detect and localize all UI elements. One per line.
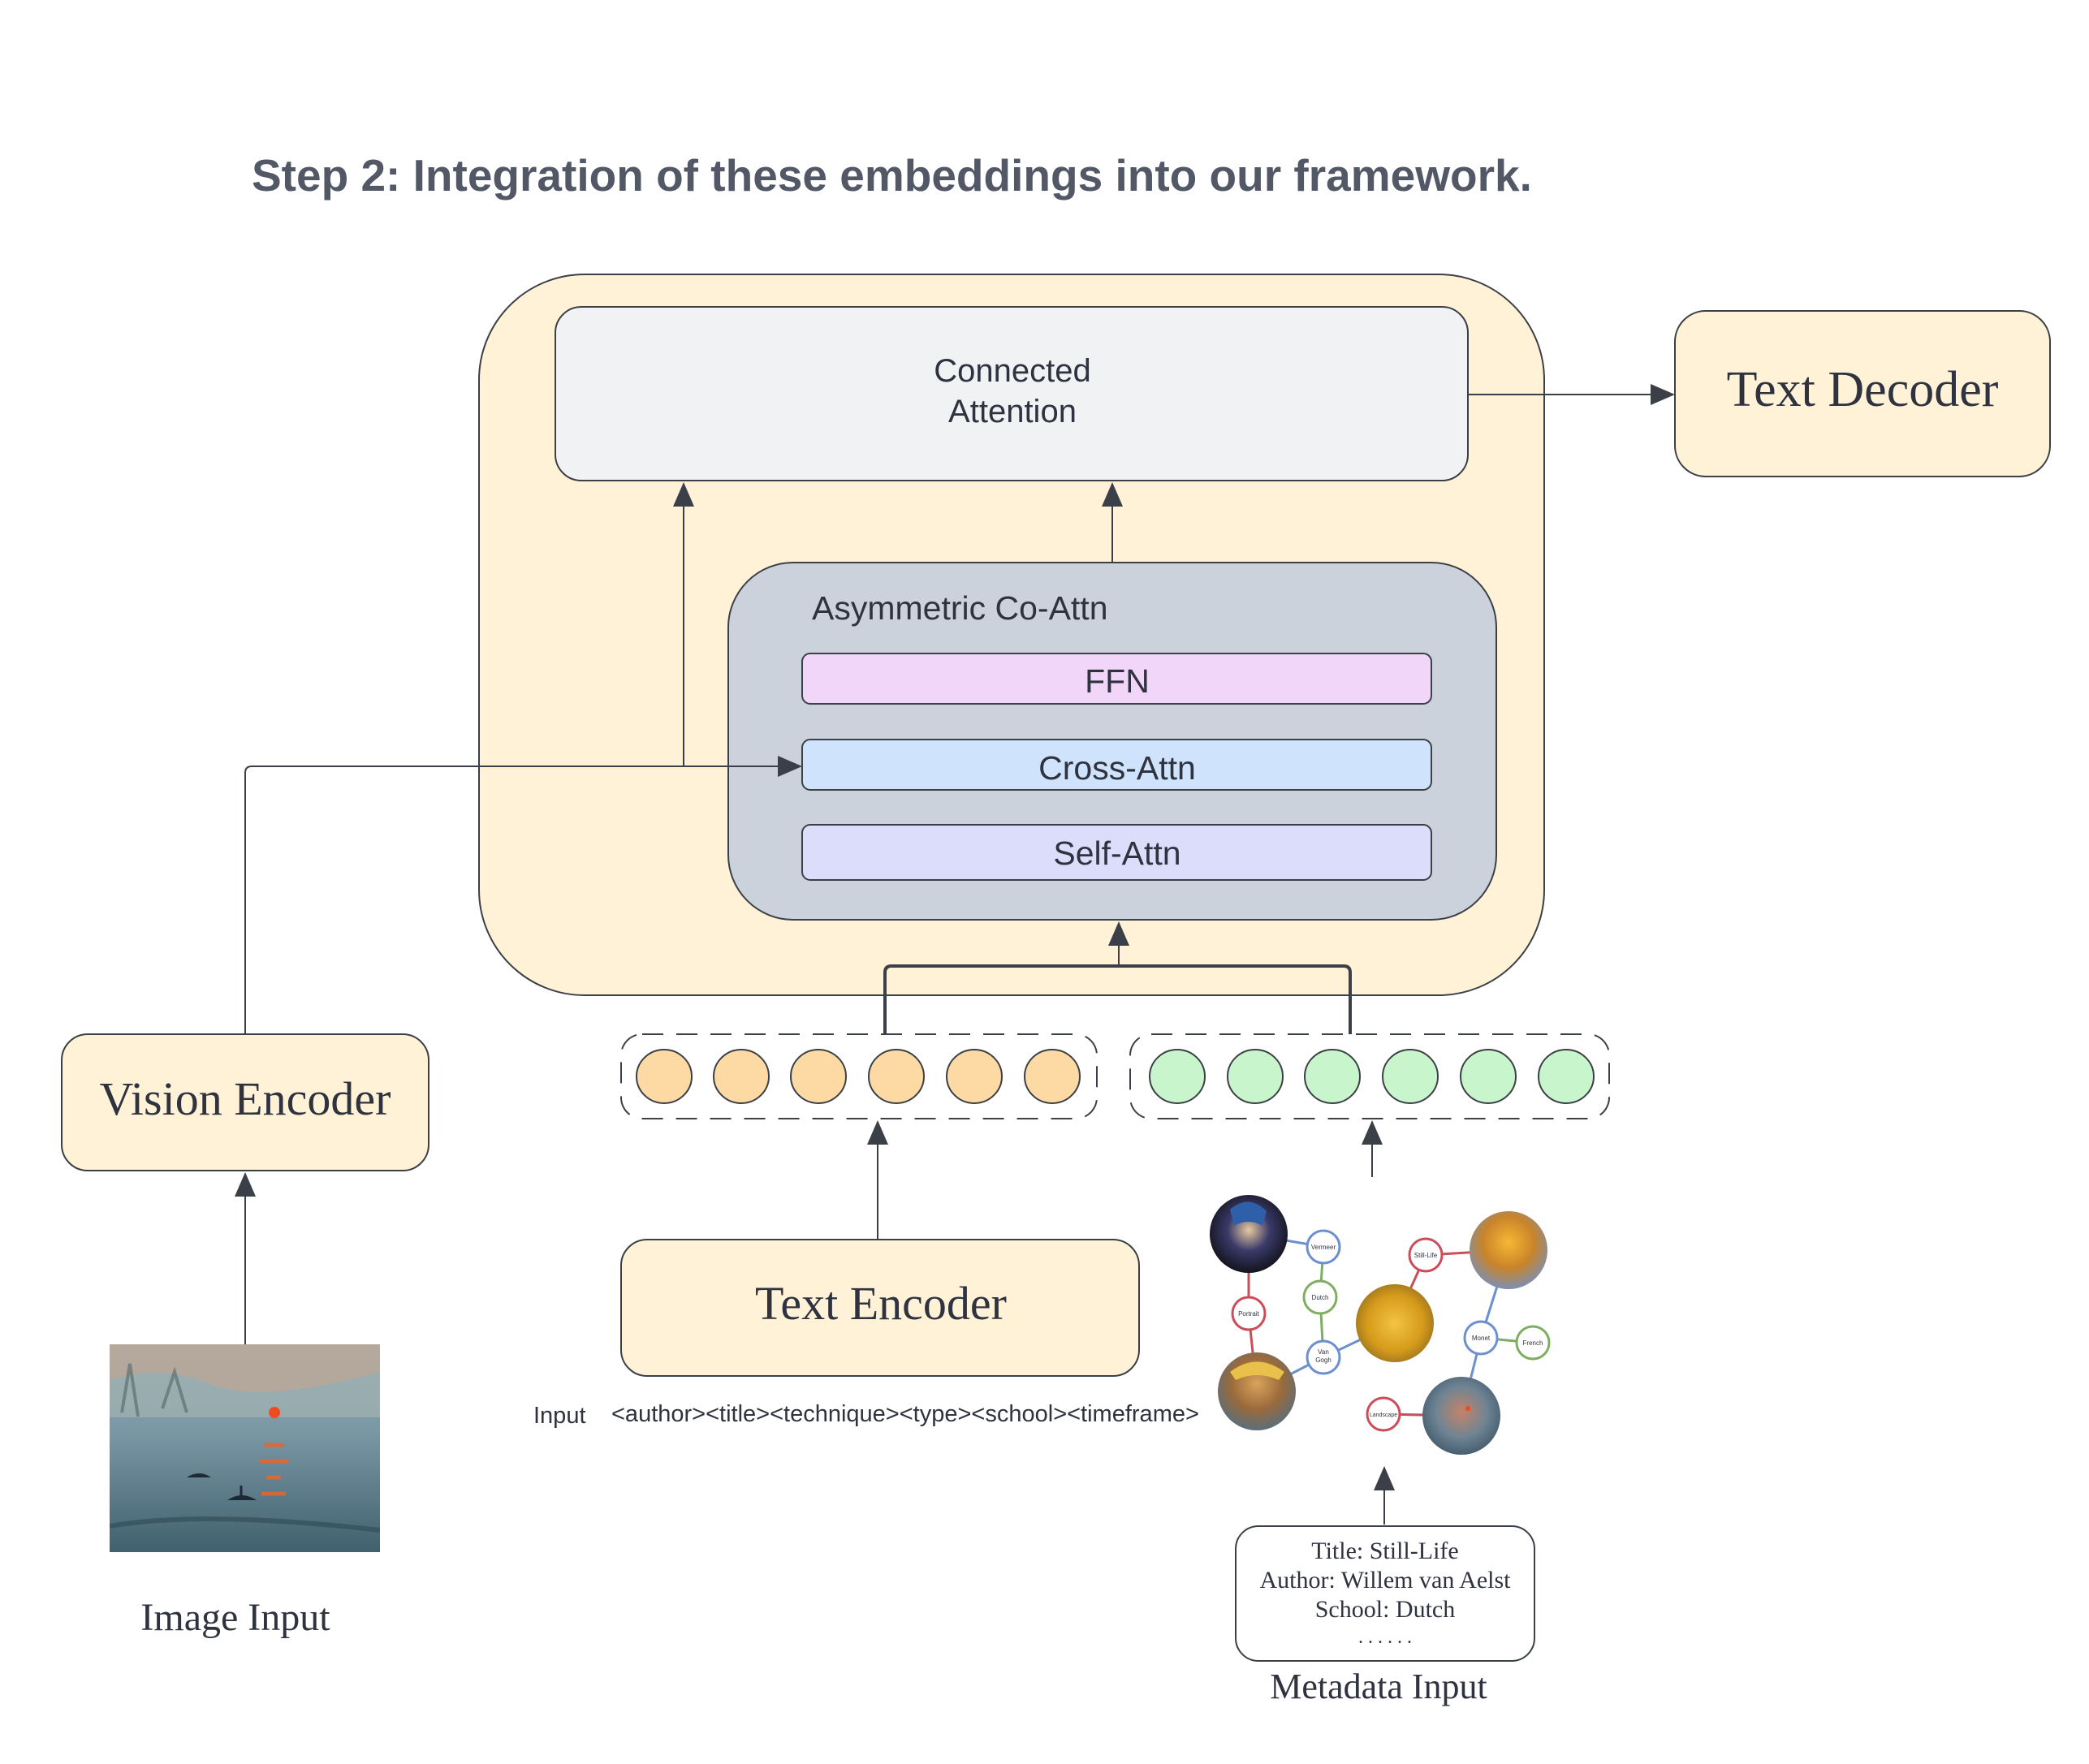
- still-life-node-label: Still-Life: [1414, 1252, 1438, 1259]
- input-template: <author><title><technique><type><school>…: [611, 1401, 1199, 1427]
- text-token: [790, 1049, 847, 1104]
- self-attn-label: Self-Attn: [1053, 835, 1180, 872]
- text-token: [868, 1049, 925, 1104]
- van-gogh-node-label: Van: [1318, 1348, 1329, 1356]
- metadata-token: [1304, 1049, 1361, 1104]
- dutch-node-label: Dutch: [1312, 1294, 1329, 1301]
- metadata-token: [1460, 1049, 1517, 1104]
- token-merge-bracket: [883, 964, 1352, 1034]
- image-input-painting: [110, 1344, 380, 1552]
- vermeer-node-label: Vermeer: [1311, 1244, 1336, 1251]
- text-token: [1024, 1049, 1081, 1104]
- text-token: [713, 1049, 770, 1104]
- knowledge-graph: Vermeer Dutch Portrait Van Gogh Still-Li…: [1210, 1195, 1551, 1455]
- asymmetric-co-attn-label: Asymmetric Co-Attn: [812, 589, 1108, 627]
- vermeer-painting-node: [1210, 1195, 1288, 1273]
- monet-node: [1463, 1320, 1499, 1356]
- metadata-card: [1235, 1525, 1535, 1662]
- landscape-node-label: Landscape: [1370, 1412, 1397, 1418]
- cross-attn-label: Cross-Attn: [1038, 749, 1196, 787]
- vermeer-node: [1306, 1229, 1341, 1265]
- text-decoder-box: [1674, 310, 2051, 477]
- still-life-node: [1408, 1237, 1444, 1273]
- metadata-title: Title: Still-Life: [1311, 1538, 1458, 1564]
- cross-attn-box: [801, 739, 1432, 791]
- sunflowers-painting-node: [1356, 1284, 1434, 1362]
- image-input-label: Image Input: [140, 1596, 330, 1639]
- text-token: [636, 1049, 693, 1104]
- metadata-token: [1538, 1049, 1595, 1104]
- text-token-group: [620, 1033, 1098, 1119]
- metadata-token: [1382, 1049, 1439, 1104]
- text-encoder-label: Text Encoder: [755, 1277, 1007, 1330]
- connected-attention-label: Connected: [934, 353, 1090, 389]
- text-token: [946, 1049, 1003, 1104]
- self-attn-box: [801, 824, 1432, 881]
- input-label: Input: [533, 1403, 586, 1429]
- metadata-more: . . . . . .: [1358, 1627, 1412, 1648]
- vision-encoder-label: Vision Encoder: [100, 1072, 391, 1125]
- metadata-input-label: Metadata Input: [1270, 1667, 1487, 1706]
- ffn-box: [801, 653, 1432, 705]
- portrait-node: [1231, 1296, 1267, 1331]
- portrait-node-label: Portrait: [1238, 1310, 1260, 1318]
- landscape-node: [1366, 1396, 1401, 1432]
- page-title: Step 2: Integration of these embeddings …: [252, 150, 1532, 201]
- text-encoder-box: [620, 1239, 1140, 1377]
- vision-encoder-box: [61, 1033, 429, 1171]
- connected-attention-label: Attention: [948, 394, 1077, 429]
- ffn-label: FFN: [1085, 662, 1150, 700]
- metadata-author: Author: Willem van Aelst: [1259, 1567, 1511, 1594]
- monet-node-label: Monet: [1472, 1335, 1491, 1342]
- van-gogh-node: [1306, 1339, 1341, 1375]
- metadata-school: School: Dutch: [1315, 1596, 1456, 1623]
- metadata-token: [1227, 1049, 1284, 1104]
- still-life-painting-node: [1470, 1211, 1547, 1289]
- monet-painting-node: [1422, 1377, 1500, 1455]
- metadata-token-group: [1129, 1033, 1610, 1119]
- vision-feature-path: [244, 756, 802, 1034]
- french-node-label: French: [1523, 1339, 1543, 1347]
- van-gogh-node-label: Gogh: [1315, 1356, 1332, 1364]
- metadata-token: [1149, 1049, 1206, 1104]
- text-decoder-label: Text Decoder: [1727, 362, 1999, 417]
- french-node: [1515, 1325, 1551, 1361]
- dutch-node: [1302, 1279, 1338, 1315]
